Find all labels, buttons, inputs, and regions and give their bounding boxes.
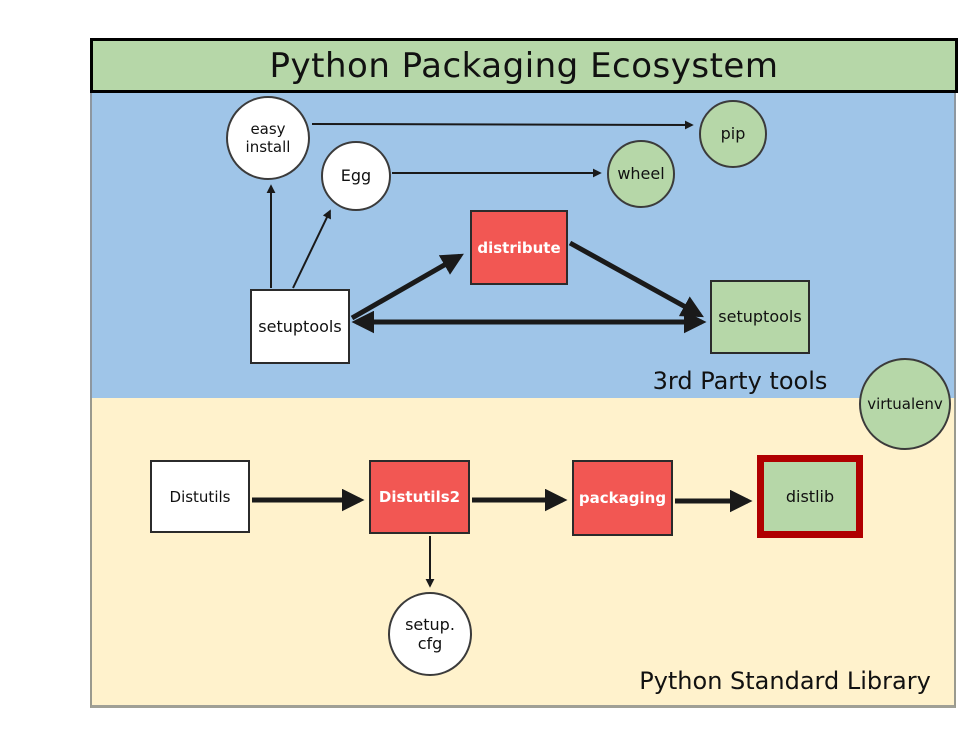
diagram-title-text: Python Packaging Ecosystem bbox=[269, 45, 779, 86]
node-distutils2: Distutils2 bbox=[369, 460, 470, 534]
node-setup-cfg: setup.cfg bbox=[388, 592, 472, 676]
node-pip: pip bbox=[699, 100, 767, 168]
node-egg: Egg bbox=[321, 141, 391, 211]
node-distribute: distribute bbox=[470, 210, 568, 285]
node-setuptools-new: setuptools bbox=[710, 280, 810, 354]
diagram-title: Python Packaging Ecosystem bbox=[90, 38, 958, 93]
node-packaging: packaging bbox=[572, 460, 673, 536]
node-distutils: Distutils bbox=[150, 460, 250, 533]
node-wheel: wheel bbox=[607, 140, 675, 208]
node-easy-install: easy install bbox=[226, 96, 310, 180]
node-virtualenv: virtualenv bbox=[859, 358, 951, 450]
section-python-standard-library bbox=[90, 398, 956, 708]
python-standard-library-label: Python Standard Library bbox=[639, 667, 931, 695]
node-distlib: distlib bbox=[757, 455, 863, 538]
node-setuptools-old: setuptools bbox=[250, 289, 350, 364]
third-party-tools-label: 3rd Party tools bbox=[652, 367, 828, 395]
